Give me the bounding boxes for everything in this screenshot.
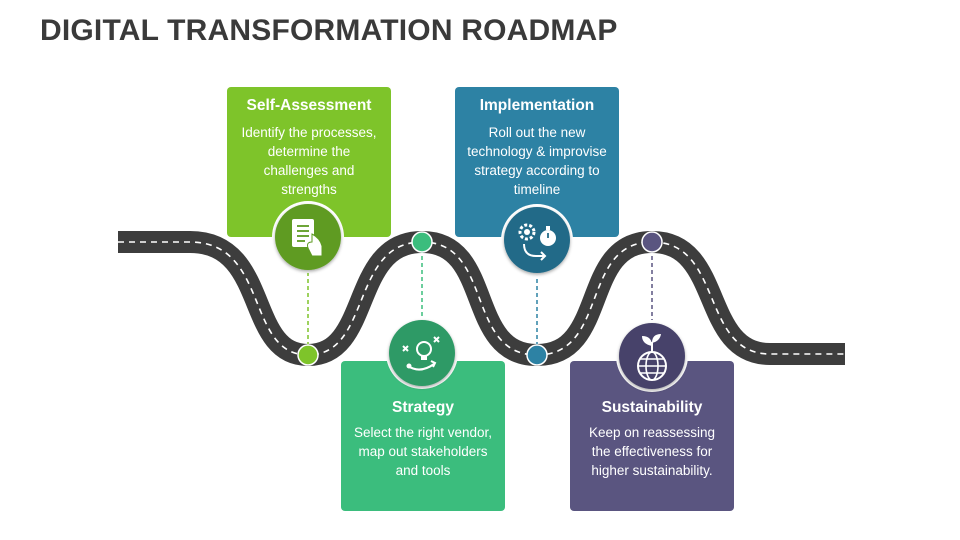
card-self-assessment: Self-Assessment Identify the processes, … [227, 87, 391, 237]
globe-sprout-icon [616, 320, 688, 392]
card-strategy: Strategy Select the right vendor, map ou… [341, 361, 505, 511]
card-description: Select the right vendor, map out stakeho… [353, 425, 493, 478]
card-heading: Self-Assessment [246, 97, 372, 114]
milestone-dot-sustainability [641, 231, 663, 253]
milestone-dot-strategy [411, 231, 433, 253]
milestone-dot-implementation [526, 344, 548, 366]
card-heading: Strategy [391, 399, 455, 416]
document-hand-icon [272, 201, 344, 273]
card-description: Keep on reassessing the effectiveness fo… [588, 425, 716, 478]
card-description: Identify the processes, determine the ch… [241, 125, 377, 197]
card-implementation: Implementation Roll out the new technolo… [455, 87, 619, 237]
card-sustainability: Sustainability Keep on reassessing the e… [570, 361, 734, 511]
milestone-dot-self-assessment [297, 344, 319, 366]
gear-stopwatch-icon [501, 204, 573, 276]
card-heading: Implementation [479, 97, 595, 114]
strategy-lightbulb-icon [386, 317, 458, 389]
road-path [118, 230, 845, 367]
card-description: Roll out the new technology & improvise … [467, 125, 607, 197]
page-title: DIGITAL TRANSFORMATION ROADMAP [40, 14, 618, 47]
card-heading: Sustainability [601, 399, 703, 416]
